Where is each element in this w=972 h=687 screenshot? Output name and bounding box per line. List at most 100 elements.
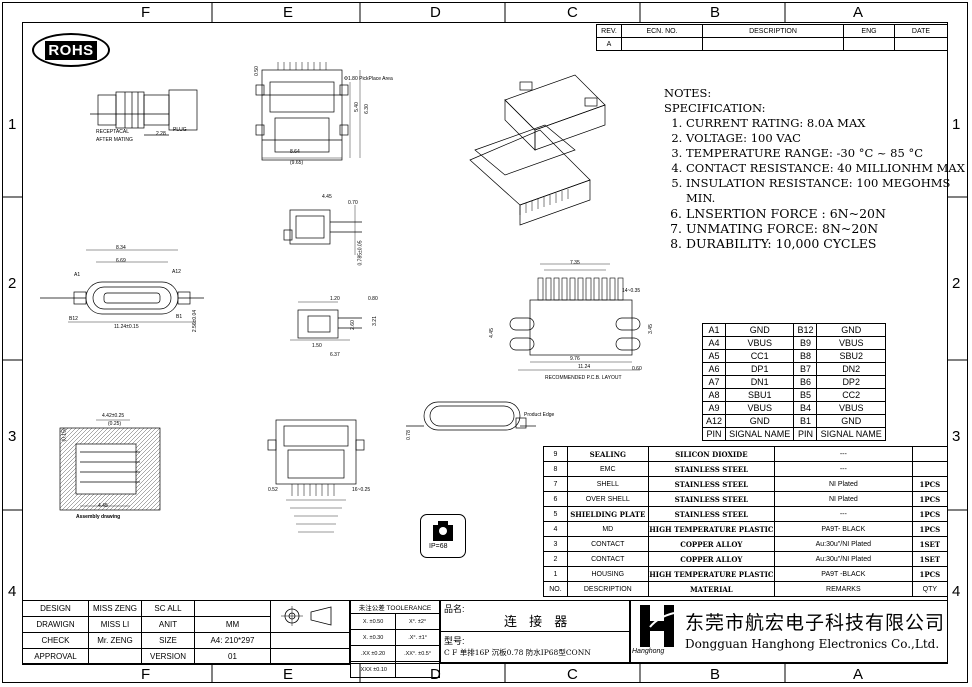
spec-item: TEMPERATURE RANGE: -30 °C ~ 85 °C [686,146,972,161]
dim-6-69: 6.69 [116,258,126,264]
zone-bottom-b: B [710,666,721,683]
specification-title: SPECIFICATION: [664,101,766,115]
dim-0-50: 0.50 [253,66,260,76]
company-box [630,600,948,663]
mating-side-view [90,89,198,136]
zone-top-d: D [430,4,441,21]
dim-0-70: 0.70 [348,200,358,206]
zone-left-1: 1 [8,116,17,133]
rev-value: A [596,37,622,51]
approval-label: APPROVAL [22,648,89,665]
spec-item: CURRENT RATING: 8.0A MAX [686,116,972,131]
dim-1-20: 1.20 [330,296,340,302]
pin-cell: A9 [702,401,726,415]
spec-item: DURABILITY: 10,000 CYCLES [686,236,972,251]
spec-item: UNMATING FORCE: 8N~20N [686,221,972,236]
dim-7-35: 7.35 [570,260,580,266]
dim-0-25: (0.25) [108,421,122,427]
top-view [255,62,361,161]
dim-1-50: 1.50 [312,343,322,349]
dim-11-24: 11.24±0.15 [114,324,139,330]
name-label: 品名: [444,604,465,614]
dim-4-42: 4.42±0.25 [102,413,125,419]
zone-right-2: 2 [952,275,961,292]
rohs-logo: ROHS [32,33,110,67]
label-a12: A12 [172,269,181,275]
notes-title: NOTES: [664,86,712,100]
zone-top-a: A [853,4,864,21]
title-block-left: DESIGN MISS ZENG SC ALL DRAWIGN MISS LI … [22,600,350,665]
label-pcb-layout: RECOMMENDED P.C.B. LAYOUT [545,375,622,381]
dim-2-60: 2.60 [349,320,356,330]
ip68-label: IP=68 [429,543,448,550]
revision-table: REV. ECN. NO. DESCRIPTION ENG DATE A [596,24,948,51]
spec-item: LNSERTION FORCE : 6N~20N [686,206,972,221]
dim-0-60: 0.60 [632,366,642,372]
label-product-edge: Product Edge [524,412,555,418]
waterproof-icon [433,521,453,541]
dim-6-37: 6.37 [330,352,340,358]
zone-right-4: 4 [952,583,961,600]
label-pick-place: Φ1.80 PickPlace Area [344,76,393,82]
label-receptacal: RECEPTACAL [96,129,129,135]
zone-top-f: F [141,4,151,21]
pin-cell: PIN [702,427,726,441]
dim-8-34: 8.34 [116,245,126,251]
company-name-en: Dongguan Hanghong Electronics Co.,Ltd. [685,637,940,651]
dim-11-24b: 11.24 [578,364,591,370]
zone-left-3: 3 [8,428,17,445]
tolerance-angular [395,661,440,678]
part-name-divider [440,631,630,632]
dim-9-76: 9.76 [570,356,580,362]
zone-top-c: C [567,4,578,21]
projection-symbol [270,600,350,633]
label-plug: PLUG [173,127,187,133]
zone-left-4: 4 [8,583,17,600]
date-value [894,37,948,51]
dim-4-45b: 4.45 [488,328,495,338]
isometric-view [469,74,606,226]
zone-right-3: 3 [952,428,961,445]
ip68-badge: IP=68 [420,514,466,558]
part-model: C F 单排16P 沉板0.78 防水IP68型CONN [444,648,591,657]
dim-8-64: 8.64 [290,149,300,155]
pin-cell: A5 [702,349,726,363]
dim-0-52: 0.52 [268,487,278,493]
model-label: 型号: [444,636,465,646]
dim-3-21: 3.21 [371,316,378,326]
dim-5-40: 5.40 [353,102,360,112]
zone-right-1: 1 [952,116,961,133]
spec-item: INSULATION RESISTANCE: 100 MEGOHMS MIN. [686,176,972,206]
zone-bottom-f: F [141,666,151,683]
hanghong-logo-icon [640,605,675,647]
dim-0-785: 0.785±0.05 [357,240,364,266]
assembly-drawing-view [59,419,161,511]
spec-item: CONTACT RESISTANCE: 40 MILLIONHM MAX [686,161,972,176]
side-profile-view [290,301,362,341]
dim-14-0-35: 14~0.35 [622,288,641,294]
dim-9-65: (9.65) [290,160,304,166]
third-angle-projection-icon [281,605,332,626]
logo-text: Hanghong [632,648,665,655]
dim-0-78: 0.78 [405,430,412,440]
company-name-cn: 东莞市航宏电子科技有限公司 [685,612,946,634]
dim-3-45: 3.45 [647,324,654,334]
dim-0-80: 0.80 [368,296,378,302]
label-b12: B12 [69,316,78,322]
dim-4-45c: 4.45 [98,503,108,509]
tolerance-linear: .XXX ±0.10 [349,661,397,678]
plug-outline-view [406,401,536,431]
